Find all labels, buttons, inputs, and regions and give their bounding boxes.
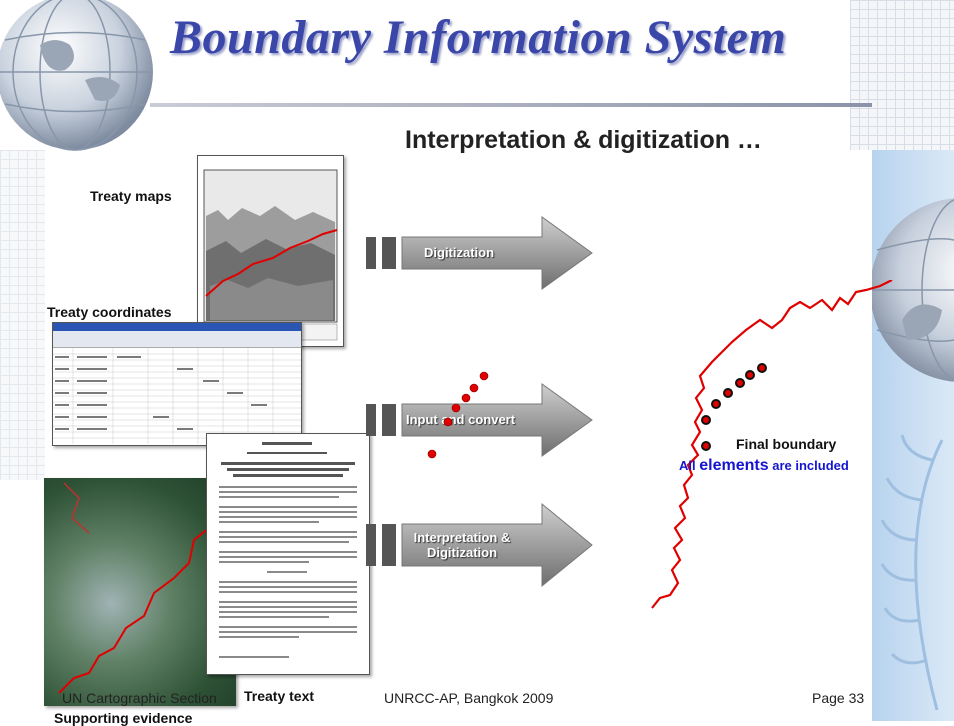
page-subtitle: Interpretation & digitization … [405, 126, 762, 154]
header-rule [150, 103, 872, 107]
arrow-interpretation-digitization-label: Interpretation & Digitization [413, 530, 511, 560]
page-title: Boundary Information System [170, 11, 787, 64]
laurel-wreath-icon [880, 434, 944, 711]
grid-panel-left [0, 150, 45, 480]
arrow-input-and-convert [366, 383, 593, 457]
treaty-coordinates-table-image [52, 322, 302, 446]
coordinate-points [427, 371, 489, 459]
footer-page-number: Page 33 [812, 690, 865, 706]
treaty-text-document-image [206, 433, 370, 675]
label-treaty-maps: Treaty maps [90, 188, 172, 204]
label-treaty-coordinates: Treaty coordinates [47, 304, 172, 320]
footer-center: UNRCC-AP, Bangkok 2009 [384, 690, 554, 706]
supporting-evidence-satellite-image [44, 478, 236, 706]
grid-panel-top-right [850, 0, 954, 150]
label-treaty-text: Treaty text [244, 688, 315, 704]
label-supporting-evidence: Supporting evidence [54, 710, 193, 726]
treaty-map-image [197, 155, 344, 347]
globe-top-left-icon [0, 0, 153, 151]
arrow-interpretation-digitization [366, 502, 593, 588]
footer-left: UN Cartographic Section [62, 690, 217, 706]
final-boundary-line [651, 280, 893, 609]
elements-emphasis: elements [699, 457, 769, 474]
arrow-digitization-label: Digitization [424, 245, 495, 260]
final-boundary-label: Final boundary [736, 436, 837, 452]
arrow-digitization [366, 216, 593, 290]
arrow-input-convert-label: Input and convert [406, 412, 516, 427]
all-elements-prefix: All [679, 458, 696, 473]
process-arrows [366, 216, 593, 588]
globe-right-icon [872, 198, 954, 382]
all-elements-note: All elements are included [679, 457, 849, 475]
all-elements-suffix: are included [772, 458, 849, 473]
